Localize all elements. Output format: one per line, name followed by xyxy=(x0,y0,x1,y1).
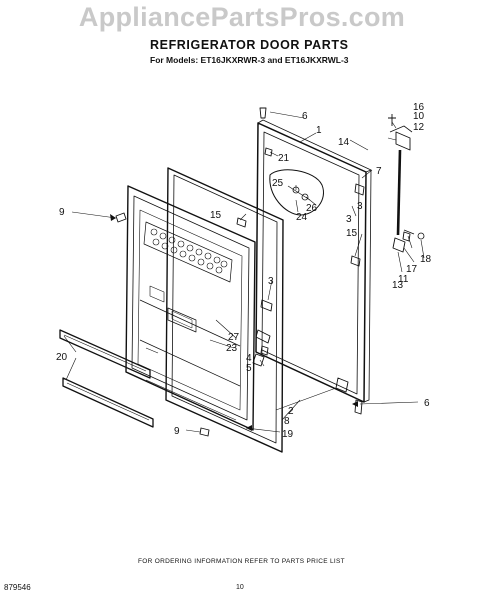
callout-3b: 3 xyxy=(346,214,352,225)
callout-15b: 15 xyxy=(346,228,358,239)
diagram-title: REFRIGERATOR DOOR PARTS xyxy=(150,38,349,52)
leader-arrows xyxy=(110,214,358,431)
leader-lines xyxy=(63,111,425,433)
callout-25: 25 xyxy=(272,178,284,189)
hinge-bracket xyxy=(388,114,425,253)
callout-4: 4 xyxy=(246,353,252,364)
callout-18: 18 xyxy=(420,254,432,265)
callout-23: 23 xyxy=(226,343,238,354)
ordering-info-note: FOR ORDERING INFORMATION REFER TO PARTS … xyxy=(138,558,345,565)
callout-3a: 3 xyxy=(268,276,274,287)
diagram-code: 879546 xyxy=(4,583,31,592)
callout-27: 27 xyxy=(228,332,240,343)
callout-19: 19 xyxy=(282,429,294,440)
callout-14: 14 xyxy=(338,137,350,148)
hinge-cam-assembly xyxy=(269,169,324,216)
callout-6b: 6 xyxy=(424,398,430,409)
outer-door-panel xyxy=(255,119,372,403)
inner-door-liner xyxy=(125,185,256,431)
watermark: AppliancePartsPros.com xyxy=(78,2,406,32)
small-fasteners xyxy=(115,107,411,437)
callout-10: 10 xyxy=(413,111,425,122)
callout-17: 17 xyxy=(406,264,418,275)
callout-8: 8 xyxy=(284,416,290,427)
callout-labels: 1 2 3 3 3 4 5 6 6 7 8 9 9 10 11 12 13 14… xyxy=(56,102,432,440)
callout-26: 26 xyxy=(306,203,318,214)
callout-20: 20 xyxy=(56,352,68,363)
callout-12: 12 xyxy=(413,122,425,133)
callout-11: 11 xyxy=(398,274,409,285)
callout-3c: 3 xyxy=(357,201,363,212)
callout-7: 7 xyxy=(376,166,382,177)
callout-16: 16 xyxy=(413,102,425,113)
callout-2: 2 xyxy=(288,406,294,417)
callout-5: 5 xyxy=(246,363,252,374)
callout-21: 21 xyxy=(278,153,290,164)
door-shelves xyxy=(59,329,154,428)
callout-9b: 9 xyxy=(174,426,180,437)
callout-13: 13 xyxy=(392,280,404,291)
callout-1: 1 xyxy=(316,125,322,136)
page-number: 10 xyxy=(236,584,244,591)
callout-9a: 9 xyxy=(59,207,65,218)
model-subtitle: For Models: ET16JKXRWR-3 and ET16JKXRWL-… xyxy=(150,55,349,65)
callout-15a: 15 xyxy=(210,210,222,221)
callout-6a: 6 xyxy=(302,111,308,122)
callout-24: 24 xyxy=(296,212,308,223)
